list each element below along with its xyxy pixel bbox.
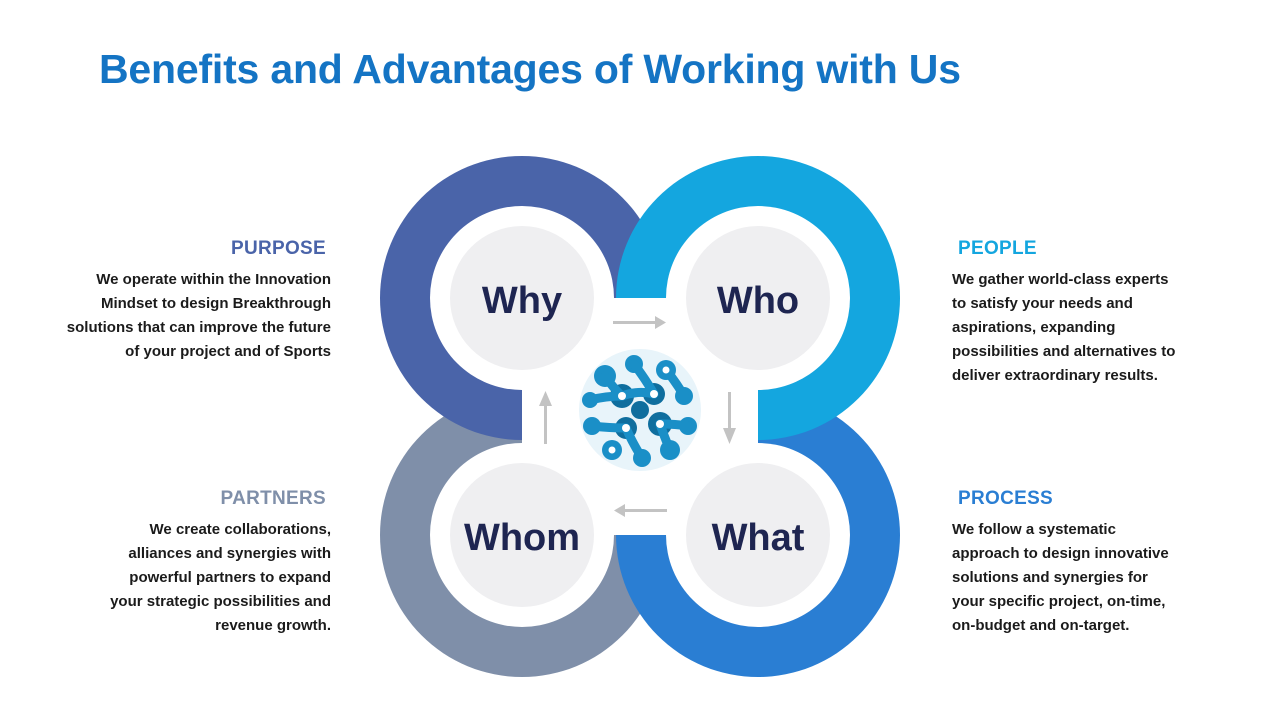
partners-heading: PARTNERS — [220, 488, 326, 509]
process-heading: PROCESS — [958, 488, 1054, 509]
people-line: deliver extraordinary results. — [952, 367, 1158, 384]
partners-line: powerful partners to expand — [129, 569, 331, 586]
page-title: Benefits and Advantages of Working with … — [99, 46, 961, 92]
who-circle — [686, 226, 830, 370]
process-line: approach to design innovative — [952, 545, 1169, 562]
process-line: We follow a systematic — [952, 521, 1116, 538]
people-line: We gather world-class experts — [952, 271, 1169, 288]
partners-description: We create collaborations, alliances and … — [31, 518, 331, 638]
purpose-block: PURPOSE We operate within the Innovation… — [31, 238, 331, 364]
arrow-down-icon — [723, 392, 736, 444]
purpose-description: We operate within the Innovation Mindset… — [31, 268, 331, 364]
process-line: on-budget and on-target. — [952, 617, 1130, 634]
whom-label: Whom — [464, 517, 580, 559]
arrow-right-icon — [613, 316, 666, 329]
why-label: Why — [482, 280, 562, 322]
partners-line: We create collaborations, — [149, 521, 331, 538]
people-block: PEOPLE We gather world-class experts to … — [952, 238, 1252, 388]
why-circle — [450, 226, 594, 370]
arrow-up-icon — [539, 391, 552, 444]
arrow-left-icon — [614, 504, 667, 517]
partners-line: your strategic possibilities and — [110, 593, 331, 610]
purpose-line: solutions that can improve the future — [66, 319, 331, 336]
people-heading: PEOPLE — [958, 238, 1037, 259]
what-circle — [686, 463, 830, 607]
partners-line: revenue growth. — [215, 617, 331, 634]
what-label: What — [712, 517, 805, 559]
process-line: your specific project, on-time, — [952, 593, 1166, 610]
process-line: solutions and synergies for — [952, 569, 1148, 586]
people-description: We gather world-class experts to satisfy… — [952, 268, 1252, 388]
whom-circle — [450, 463, 594, 607]
molecule-sphere-logo-icon — [579, 349, 701, 471]
purpose-line: of your project and of Sports — [125, 343, 331, 360]
process-block: PROCESS We follow a systematic approach … — [952, 488, 1252, 638]
purpose-line: Mindset to design Breakthrough — [100, 295, 331, 312]
who-label: Who — [717, 280, 799, 322]
partners-line: alliances and synergies with — [128, 545, 331, 562]
people-line: to satisfy your needs and — [952, 295, 1133, 312]
partners-block: PARTNERS We create collaborations, allia… — [31, 488, 331, 638]
purpose-heading: PURPOSE — [230, 238, 326, 259]
flow-arrows — [539, 316, 736, 517]
process-description: We follow a systematic approach to desig… — [952, 518, 1252, 638]
people-line: aspirations, expanding — [952, 319, 1116, 336]
purpose-line: We operate within the Innovation — [96, 271, 331, 288]
people-line: possibilities and alternatives to — [952, 343, 1176, 360]
